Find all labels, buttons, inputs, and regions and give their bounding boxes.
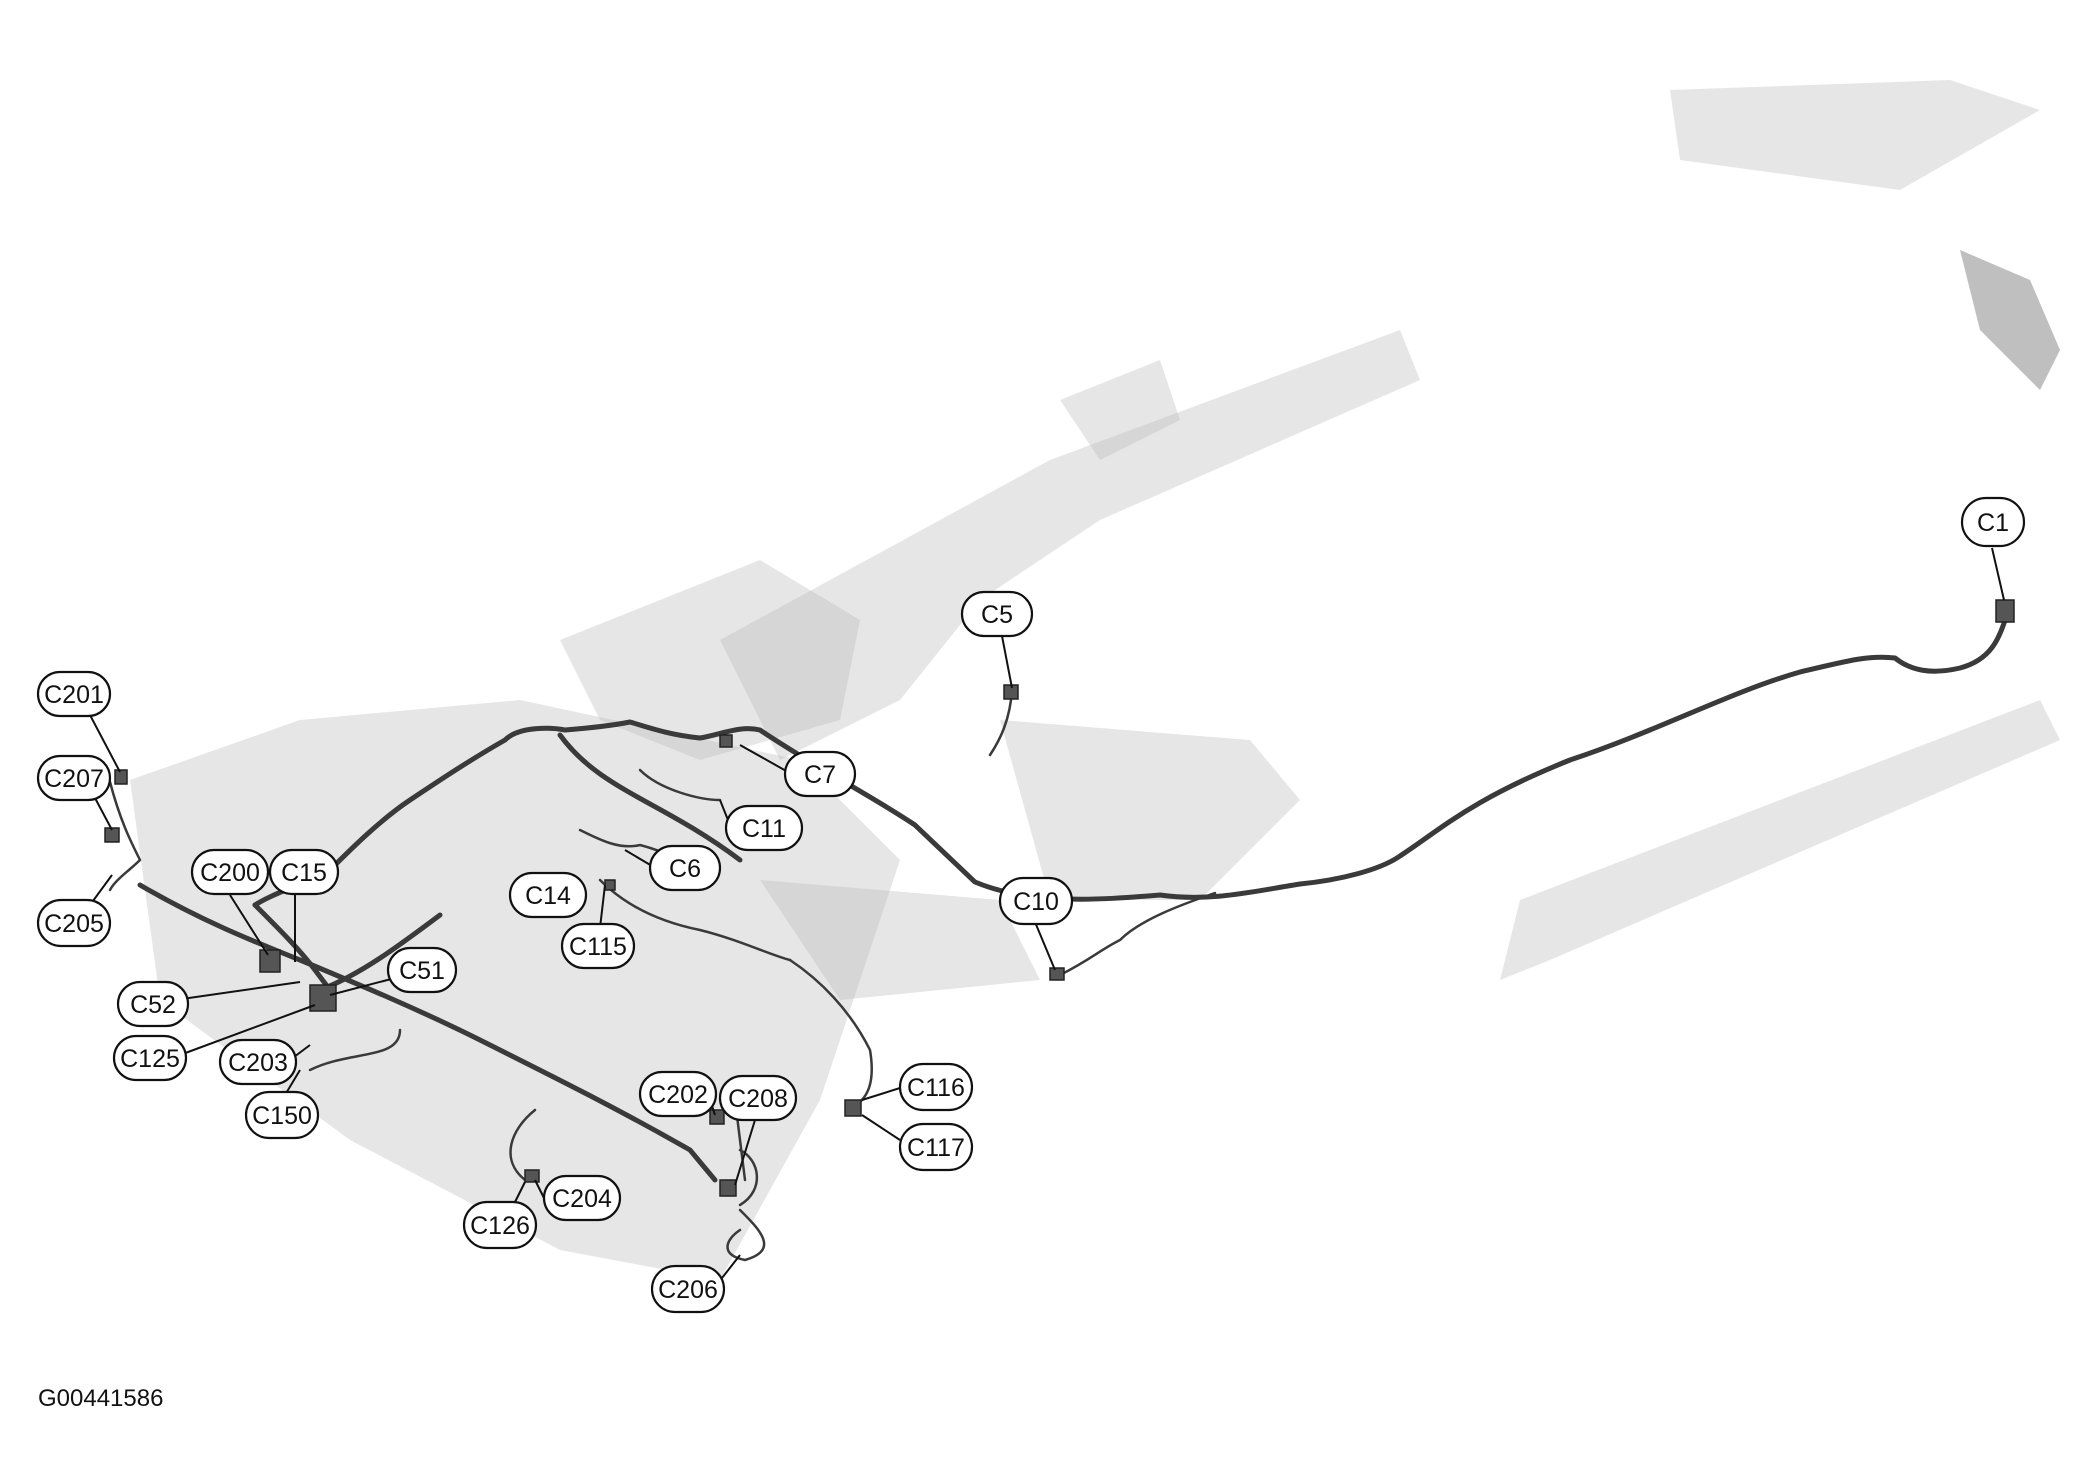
callout-c203: C203 [218,1038,298,1086]
callout-c116: C116 [898,1062,974,1112]
callout-c208: C208 [718,1074,798,1122]
connector-blocks [104,599,2015,1197]
callout-label: C115 [569,933,627,961]
callout-label: C126 [470,1212,530,1240]
callout-label: C125 [120,1045,180,1073]
callout-label: C207 [44,765,104,793]
figure-id: G00441586 [38,1385,163,1412]
callout-label: C5 [981,601,1013,629]
callout-label: C205 [44,910,104,938]
callout-label: C15 [281,859,327,887]
callout-c15: C15 [268,848,340,896]
callout-label: C202 [648,1081,708,1109]
callout-c14: C14 [508,871,588,919]
callout-label: C201 [44,681,104,709]
vehicle-body-shading [130,80,2060,1280]
callout-label: C116 [907,1074,965,1102]
callout-label: C208 [728,1085,788,1113]
callout-c126: C126 [462,1200,538,1250]
callout-c207: C207 [36,754,112,802]
callout-c5: C5 [960,590,1034,638]
callout-label: C51 [399,957,445,985]
callout-label: C117 [907,1134,965,1162]
callout-label: C204 [552,1185,612,1213]
callout-c117: C117 [898,1122,974,1172]
callout-c1: C1 [1960,496,2026,548]
callout-label: C150 [252,1102,312,1130]
callout-c150: C150 [244,1090,320,1140]
callout-label: C1 [1977,509,2009,537]
callout-c11: C11 [724,804,804,852]
callout-c202: C202 [638,1070,718,1118]
callout-c10: C10 [998,876,1074,926]
callout-c7: C7 [783,750,857,798]
callout-label: C52 [130,991,176,1019]
callout-c201: C201 [36,670,112,718]
callout-label: C200 [200,859,260,887]
callout-label: C10 [1013,888,1059,916]
callout-label: C206 [658,1276,718,1304]
callout-label: C6 [669,855,701,883]
callout-c205: C205 [36,898,112,948]
callout-c206: C206 [650,1264,726,1314]
callout-c115: C115 [560,922,636,970]
callout-label: C14 [525,882,571,910]
callout-c51: C51 [386,946,458,994]
callout-label: C203 [228,1049,288,1077]
callout-c125: C125 [112,1034,188,1082]
callout-label: C7 [804,761,836,789]
callout-label: C11 [742,815,786,843]
callout-c204: C204 [542,1174,622,1222]
leader-lines [89,547,2005,1279]
callout-c200: C200 [190,848,270,896]
callout-c6: C6 [648,844,722,892]
callout-c52: C52 [116,980,190,1028]
